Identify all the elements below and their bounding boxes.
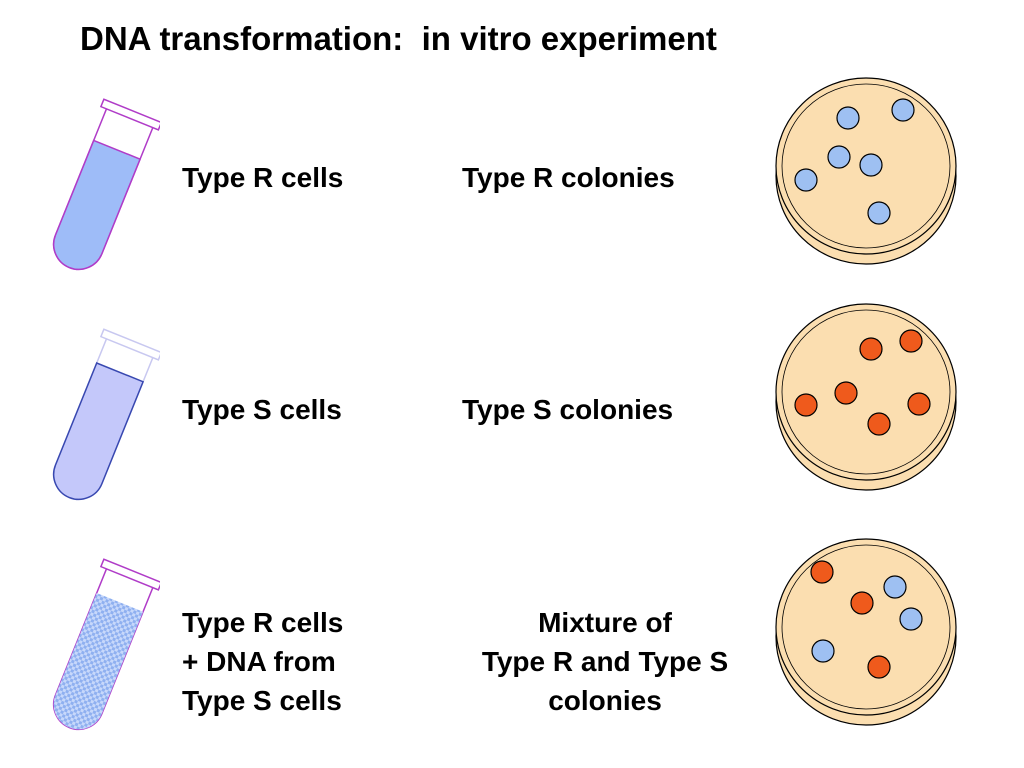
colony-type-s (867, 655, 891, 679)
colony-type-r (859, 153, 883, 177)
colony-type-s (834, 381, 858, 405)
colony-type-r (899, 607, 923, 631)
colony-type-r (867, 201, 891, 225)
colony-type-r (827, 145, 851, 169)
colony-type-s (907, 392, 931, 416)
petri-dish-type-r (775, 77, 957, 265)
petri-dish-type-s (775, 303, 957, 491)
colony-type-s (850, 591, 874, 615)
result-label-type-r: Type R colonies (462, 162, 675, 193)
result-label-mixture: Mixture of Type R and Type S colonies (481, 607, 729, 716)
colony-type-s (810, 560, 834, 584)
test-tube-type-r-plus-dna (52, 558, 160, 731)
colony-type-r (811, 639, 835, 663)
petri-dish-mixture (775, 538, 957, 726)
result-label-type-s: Type S colonies (462, 394, 674, 425)
colony-type-r (794, 168, 818, 192)
test-tube-type-s (52, 328, 160, 501)
colony-type-r (891, 98, 915, 122)
diagram-title: DNA transformation: in vitro experiment (80, 20, 717, 57)
colony-type-r (836, 106, 860, 130)
colony-type-s (867, 412, 891, 436)
colony-type-s (859, 337, 883, 361)
cells-label-type-s: Type S cells (182, 394, 342, 425)
colony-type-r (883, 575, 907, 599)
cells-label-type-r-plus-dna: Type R cells + DNA from Type S cells (182, 607, 344, 716)
colony-type-s (794, 393, 818, 417)
colony-type-s (899, 329, 923, 353)
test-tube-type-r (52, 98, 160, 271)
cells-label-type-r: Type R cells (182, 162, 344, 193)
